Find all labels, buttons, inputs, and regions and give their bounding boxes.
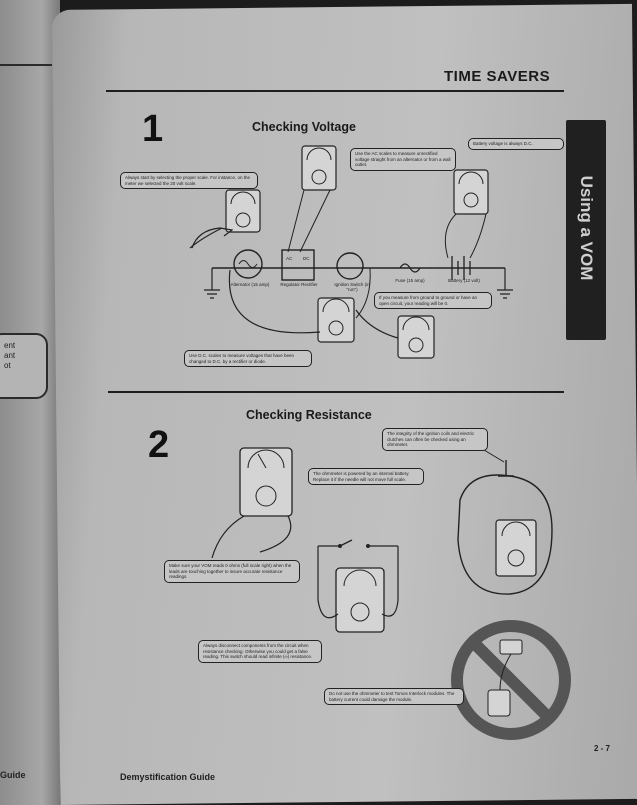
label-dc: DC	[303, 256, 310, 261]
note-interlock-module: Do not use the ohmmeter to test Tomos In…	[324, 688, 464, 705]
page-number: 2 - 7	[594, 744, 611, 753]
section-title-voltage: Checking Voltage	[252, 120, 356, 134]
note-ignition-coils: The integrity of the ignition coils and …	[382, 428, 488, 451]
left-page-note-box: ent ant ot	[0, 333, 48, 399]
step-number-1: 1	[142, 108, 164, 150]
label-ignition-switch: Ignition Switch (in "run")	[334, 282, 370, 292]
left-box-line-1: ent	[4, 341, 16, 350]
section-divider	[108, 391, 564, 393]
left-page: ent ant ot Guide	[0, 0, 60, 805]
note-disconnect-components: Always disconnect components from the ci…	[198, 640, 322, 663]
section-title-resistance: Checking Resistance	[246, 408, 372, 422]
label-fuse: Fuse (15 amp)	[395, 278, 425, 283]
label-regulator: Regulator Rectifier	[280, 282, 318, 287]
left-box-line-2: ant	[4, 351, 16, 360]
side-tab: Using a VOM	[566, 120, 606, 340]
step-number-2: 2	[148, 424, 170, 466]
left-page-rule	[0, 64, 52, 66]
note-select-scale: Always start by selecting the proper sca…	[120, 172, 258, 189]
footer-title: Demystification Guide	[120, 772, 216, 782]
note-ac-scales: Use the AC scales to measure unrectified…	[350, 148, 456, 171]
note-zero-ohms: Make sure your VOM reads 0 ohms (full sc…	[164, 560, 300, 583]
label-battery: Battery (12 volt)	[448, 278, 480, 283]
note-dc-scales: Use D.C. scales to measure voltages that…	[184, 350, 312, 367]
note-internal-battery: The ohmmeter is powered by an internal b…	[308, 468, 424, 485]
page-header: TIME SAVERS	[444, 68, 551, 85]
header-rule	[106, 90, 564, 92]
left-box-line-3: ot	[4, 361, 11, 370]
label-ac: AC	[286, 256, 293, 261]
label-alternator: Alternator (15 amp)	[230, 282, 270, 287]
note-battery-dc: Battery voltage is always D.C.	[468, 138, 564, 150]
left-page-footer: Guide	[0, 770, 26, 780]
note-ground-zero: If you measure from ground to ground or …	[374, 292, 492, 309]
